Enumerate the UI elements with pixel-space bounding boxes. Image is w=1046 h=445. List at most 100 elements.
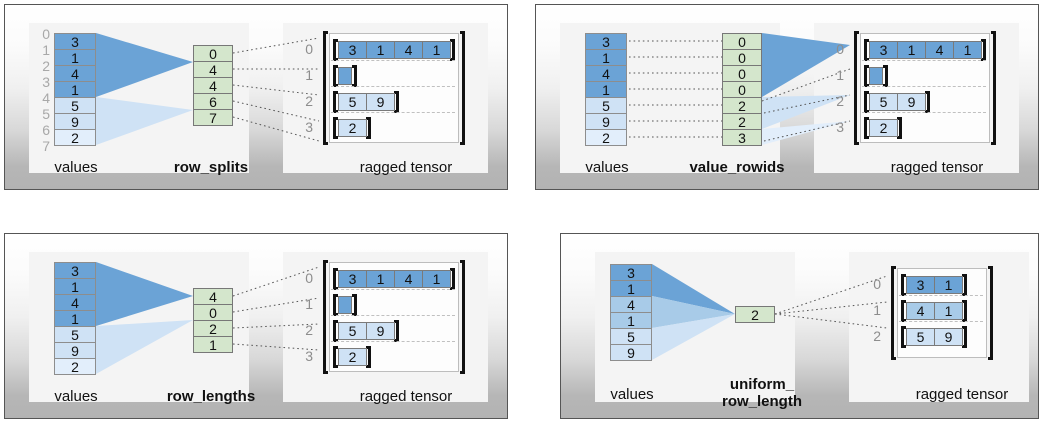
values-cell: 2 — [54, 129, 96, 146]
caption-tensor-value-rowids: ragged tensor — [890, 159, 984, 176]
values-cell: 1 — [54, 310, 96, 327]
row-bracket — [333, 117, 371, 139]
values-cell: 2 — [54, 358, 96, 375]
tensor-cell: 4 — [906, 302, 935, 320]
tensor-cell: 1 — [934, 302, 963, 320]
row-bracket — [333, 65, 357, 87]
row-index-label: 3 — [305, 348, 313, 364]
ragged-tensor-bracket — [323, 31, 465, 145]
row-index-label: 2 — [305, 322, 313, 338]
aux-cell: 4 — [193, 61, 233, 78]
caption-tensor-row-splits: ragged tensor — [359, 159, 453, 176]
tensor-cell: 9 — [366, 93, 395, 111]
ragged-tensor-bracket — [891, 266, 993, 360]
value-index-label: 1 — [42, 42, 50, 58]
aux-cell: 6 — [193, 93, 233, 110]
row-bracket — [901, 274, 967, 296]
tensor-cell-empty — [338, 296, 352, 314]
row-separator — [862, 86, 986, 87]
aux-cell: 0 — [193, 304, 233, 321]
tensor-cell: 3 — [338, 41, 367, 59]
tensor-cell: 9 — [366, 322, 395, 340]
value-index-label: 5 — [42, 106, 50, 122]
row-separator — [331, 112, 455, 113]
row-bracket — [864, 91, 930, 113]
row-bracket — [864, 65, 888, 87]
tensor-cell: 9 — [934, 328, 963, 346]
row-index-label: 2 — [305, 93, 313, 109]
row-bracket — [333, 39, 455, 61]
tensor-cell: 3 — [338, 270, 367, 288]
values-cell: 9 — [585, 113, 627, 130]
values-cell: 4 — [54, 294, 96, 311]
values-cell: 5 — [585, 97, 627, 114]
tensor-cell: 9 — [897, 93, 926, 111]
tensor-cell: 5 — [338, 322, 367, 340]
value-index-label: 0 — [42, 26, 50, 42]
aux-cell: 2 — [722, 113, 762, 130]
row-bracket — [901, 300, 967, 322]
values-cell: 5 — [54, 97, 96, 114]
tensor-cell: 4 — [394, 270, 423, 288]
caption-aux-row-splits: row_splits — [173, 159, 249, 176]
tensor-cell: 5 — [869, 93, 898, 111]
row-separator — [331, 60, 455, 61]
row-index-label: 1 — [305, 296, 313, 312]
ragged-tensor-bracket — [854, 31, 996, 145]
tensor-cell: 1 — [422, 270, 451, 288]
tensor-cell: 3 — [906, 276, 935, 294]
caption-aux-value-rowids: value_rowids — [689, 159, 785, 176]
values-cell: 2 — [585, 129, 627, 146]
caption-values-uniform-row-length: values — [610, 386, 654, 403]
tensor-cell: 1 — [934, 276, 963, 294]
tensor-cell: 5 — [338, 93, 367, 111]
values-cell: 1 — [585, 81, 627, 98]
values-cell: 3 — [610, 264, 652, 281]
tensor-cell-empty — [338, 67, 352, 85]
values-cell: 3 — [585, 33, 627, 50]
value-index-label: 6 — [42, 122, 50, 138]
values-cell: 9 — [54, 113, 96, 130]
row-index-label: 0 — [873, 276, 881, 292]
values-cell: 9 — [54, 342, 96, 359]
row-separator — [331, 289, 455, 290]
aux-cell: 0 — [722, 49, 762, 66]
row-index-label: 1 — [836, 67, 844, 83]
row-bracket — [333, 294, 357, 316]
tensor-cell: 2 — [338, 119, 367, 137]
values-cell: 1 — [54, 49, 96, 66]
values-cell: 5 — [54, 326, 96, 343]
values-cell: 4 — [610, 296, 652, 313]
aux-cell: 2 — [735, 306, 775, 323]
row-index-label: 1 — [305, 67, 313, 83]
aux-cell: 0 — [722, 81, 762, 98]
value-index-label: 3 — [42, 74, 50, 90]
tensor-cell: 3 — [869, 41, 898, 59]
values-cell: 9 — [610, 344, 652, 361]
values-cell: 1 — [610, 280, 652, 297]
row-separator — [862, 60, 986, 61]
row-bracket — [333, 346, 371, 368]
row-index-label: 1 — [873, 302, 881, 318]
caption-aux-uniform-row-length: uniform_ row_length — [721, 376, 802, 410]
tensor-cell: 4 — [394, 41, 423, 59]
aux-cell: 1 — [193, 336, 233, 353]
row-index-label: 2 — [873, 328, 881, 344]
values-cell: 4 — [54, 65, 96, 82]
values-cell: 1 — [610, 312, 652, 329]
values-cell: 3 — [54, 262, 96, 279]
aux-cell: 4 — [193, 288, 233, 305]
value-index-label: 2 — [42, 58, 50, 74]
tensor-cell: 1 — [897, 41, 926, 59]
aux-cell: 2 — [193, 320, 233, 337]
caption-values-value-rowids: values — [585, 159, 629, 176]
aux-cell: 0 — [722, 33, 762, 50]
values-cell: 1 — [54, 278, 96, 295]
aux-cell: 7 — [193, 109, 233, 126]
ragged-tensor-bracket — [323, 260, 465, 374]
aux-cell: 0 — [193, 45, 233, 62]
tensor-cell: 1 — [366, 41, 395, 59]
